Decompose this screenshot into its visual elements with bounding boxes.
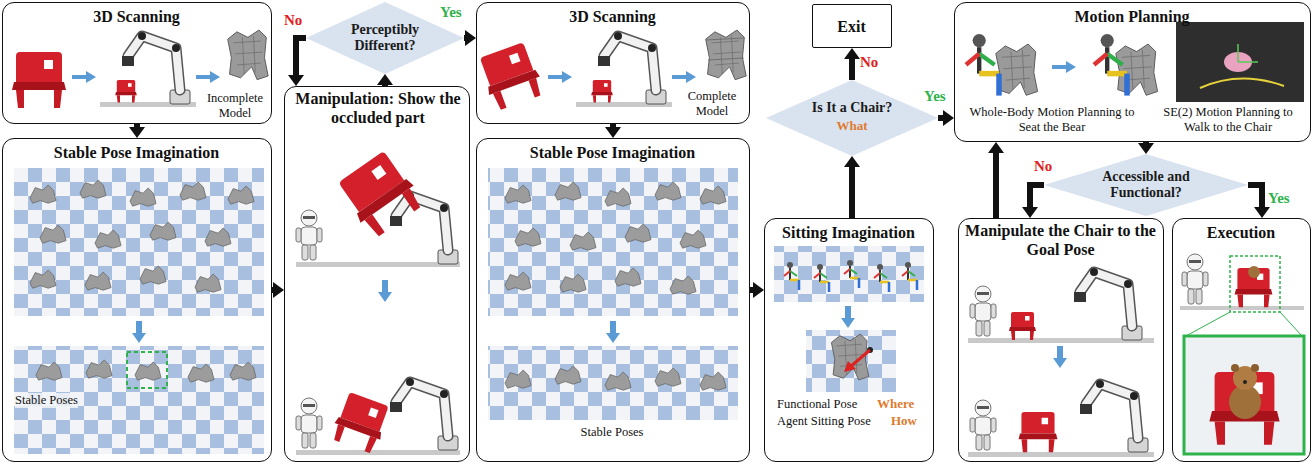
process-box: Sitting ImaginationFunctional PoseWhereA… xyxy=(764,218,934,462)
arrow-line xyxy=(938,115,943,121)
process-box: Manipulation: Show the occluded part xyxy=(284,86,470,462)
arrow-line xyxy=(993,153,999,218)
diamond-outline xyxy=(1044,154,1248,216)
diamond-outline xyxy=(306,2,464,74)
edge-label: Yes xyxy=(1268,190,1290,207)
execution-scene xyxy=(1180,254,1304,454)
process-box: 3D ScanningComplete Model xyxy=(476,2,750,124)
arrow-line xyxy=(750,287,753,293)
edge-label: No xyxy=(284,12,302,29)
box-title: 3D Scanning xyxy=(3,7,270,26)
flow-arrow xyxy=(272,282,284,298)
terminal-box: Exit xyxy=(812,4,892,48)
arrow-head xyxy=(1254,207,1270,218)
flow-arrow xyxy=(605,124,621,138)
arrow-line xyxy=(272,287,273,293)
edge-label: No xyxy=(860,54,878,71)
image-caption: SE(2) Motion Planning to Walk to the Cha… xyxy=(1149,105,1307,135)
highlight-word: What xyxy=(766,118,938,134)
image-caption: Functional Pose xyxy=(777,397,877,412)
arrow-head xyxy=(273,282,284,298)
flow-arrow xyxy=(844,48,860,80)
decision-diamond: Is It a Chair? What xyxy=(766,80,938,156)
arrow-head xyxy=(844,48,860,59)
flow-arrow xyxy=(1022,185,1044,218)
flow-arrow xyxy=(750,282,764,298)
arrow-head xyxy=(988,142,1004,153)
sitting-scene xyxy=(774,246,924,392)
box-title: Manipulate the Chair to the Goal Pose xyxy=(963,221,1158,259)
arrow-head xyxy=(1138,143,1154,154)
box-title: Motion Planning xyxy=(955,7,1309,26)
arrow-line xyxy=(849,167,855,218)
arrow-line xyxy=(1030,185,1044,207)
arrow-line xyxy=(849,59,855,80)
arrow-head xyxy=(753,282,764,298)
image-caption: Incomplete Model xyxy=(201,91,269,121)
arrow-head xyxy=(844,156,860,167)
edge-label: Yes xyxy=(440,4,462,21)
highlight-word: How xyxy=(891,413,929,429)
flow-arrow xyxy=(988,142,1004,218)
flow-arrow xyxy=(1138,142,1154,154)
decision-text: Is It a Chair? xyxy=(766,100,938,116)
highlight-word: Where xyxy=(877,396,929,412)
box-title: Sitting Imagination xyxy=(765,223,932,242)
process-box: Motion PlanningWhole-Body Motion Plannin… xyxy=(954,2,1311,142)
arrow-head xyxy=(465,30,476,46)
edge-label: No xyxy=(1034,158,1052,175)
process-box: 3D ScanningIncomplete Model xyxy=(2,2,272,124)
flow-arrow xyxy=(844,156,860,218)
box-title: 3D Scanning xyxy=(477,7,748,26)
process-box: Manipulate the Chair to the Goal Pose xyxy=(958,218,1164,462)
stable-pose-scene xyxy=(14,168,264,454)
box-title: Execution xyxy=(1173,223,1309,242)
manipulation-scene xyxy=(296,148,460,455)
box-title: Manipulation: Show the occluded part xyxy=(289,89,467,127)
flow-arrow xyxy=(938,110,954,126)
flow-arrow xyxy=(1248,185,1270,218)
arrow-line xyxy=(464,35,465,41)
arrow-line xyxy=(134,124,140,127)
arrow-line xyxy=(1143,142,1149,143)
process-box: Execution xyxy=(1172,218,1311,462)
edge-label: Yes xyxy=(924,88,946,105)
image-caption: Complete Model xyxy=(677,89,747,119)
motion-scene xyxy=(966,22,1304,102)
image-caption: Whole-Body Motion Planning to Seat the B… xyxy=(961,105,1143,135)
decision-text: Accessible and Functional? xyxy=(1090,169,1202,201)
decision-text: Perceptibly Different? xyxy=(337,22,433,54)
arrow-head xyxy=(605,127,621,138)
arrow-head xyxy=(129,127,145,138)
flow-arrow xyxy=(129,124,145,138)
stable-pose-scene xyxy=(488,168,738,420)
box-title: Stable Pose Imagination xyxy=(3,143,270,162)
process-box: Stable Pose ImaginationStable Poses xyxy=(476,138,750,462)
box-title: Stable Pose Imagination xyxy=(477,143,748,162)
arrow-head xyxy=(943,110,954,126)
flow-arrow xyxy=(464,30,476,46)
box-title: Exit xyxy=(813,17,890,36)
arrow-head xyxy=(288,75,304,86)
image-caption: Stable Poses xyxy=(15,393,78,408)
arrow-head xyxy=(377,74,393,85)
arrow-line xyxy=(296,38,306,75)
goal-pose-scene xyxy=(968,268,1154,457)
image-caption: Stable Poses xyxy=(535,425,689,440)
decision-diamond: Accessible and Functional? xyxy=(1044,154,1248,216)
process-box: Stable Pose ImaginationStable Poses xyxy=(2,138,272,462)
image-caption: Agent Sitting Pose xyxy=(777,414,889,429)
arrow-head xyxy=(1022,207,1038,218)
arrow-line xyxy=(1248,185,1262,207)
flow-arrow xyxy=(377,74,393,86)
arrow-line xyxy=(610,124,616,127)
flow-arrow xyxy=(288,38,306,86)
diamond-outline xyxy=(766,80,938,156)
